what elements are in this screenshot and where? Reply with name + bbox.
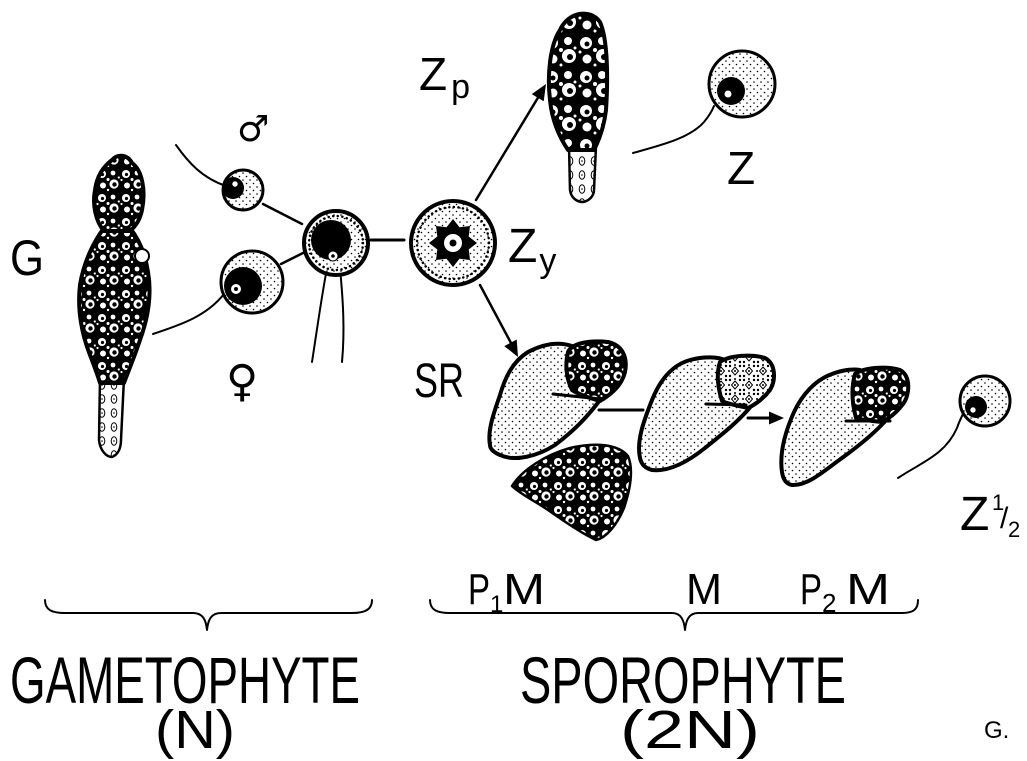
- male-gamete-nucleolus: [232, 181, 238, 187]
- stage-label-p1m-m: M: [503, 565, 545, 614]
- stage-label-p1m: P 1 M: [468, 565, 545, 618]
- gametophyte-ploidy: (N): [155, 700, 235, 760]
- male-sign: ♂: [237, 109, 269, 150]
- stage-label-p2m-p: P: [800, 565, 822, 614]
- stage-label-m: M: [686, 565, 722, 614]
- zoospore-half-nucleus: [965, 396, 987, 418]
- zp-plant-body: [549, 14, 607, 150]
- female-gamete-nucleus: [224, 267, 262, 305]
- label-zp-main: Z: [419, 48, 447, 100]
- artist-signature: G.: [984, 717, 1009, 744]
- zoospore-half-nucleolus: [970, 407, 976, 413]
- zoospore-z-nucleolus: [724, 90, 732, 98]
- label-g: G: [10, 230, 44, 286]
- sporangium-m-septum: [706, 404, 746, 405]
- female-gamete-nucleolus-dot: [234, 287, 238, 291]
- sporophyte-ploidy: (2N): [620, 700, 760, 760]
- stage-label-p2m-m: M: [846, 565, 890, 614]
- stage-label-p1m-p: P: [468, 565, 490, 614]
- zygote-nucleolus: [450, 240, 457, 247]
- gametophyte-stalk: [99, 378, 124, 457]
- label-sr: SR: [414, 355, 464, 408]
- label-zy-sub: y: [539, 242, 556, 280]
- male-gamete-nucleus: [222, 177, 244, 199]
- label-z-half-den: 2: [1008, 517, 1020, 542]
- fusing-cell-nucleolus-dot: [331, 254, 335, 258]
- zygote: [411, 201, 495, 285]
- zp-plant-stalk: [569, 146, 596, 202]
- female-sign: ♀: [226, 356, 258, 407]
- label-zp-sub: p: [451, 68, 470, 106]
- gametophyte-side-bulge: [135, 249, 149, 263]
- label-z-half-main: Z: [960, 488, 989, 541]
- label-zy-main: Z: [508, 220, 537, 273]
- label-z: Z: [727, 142, 755, 194]
